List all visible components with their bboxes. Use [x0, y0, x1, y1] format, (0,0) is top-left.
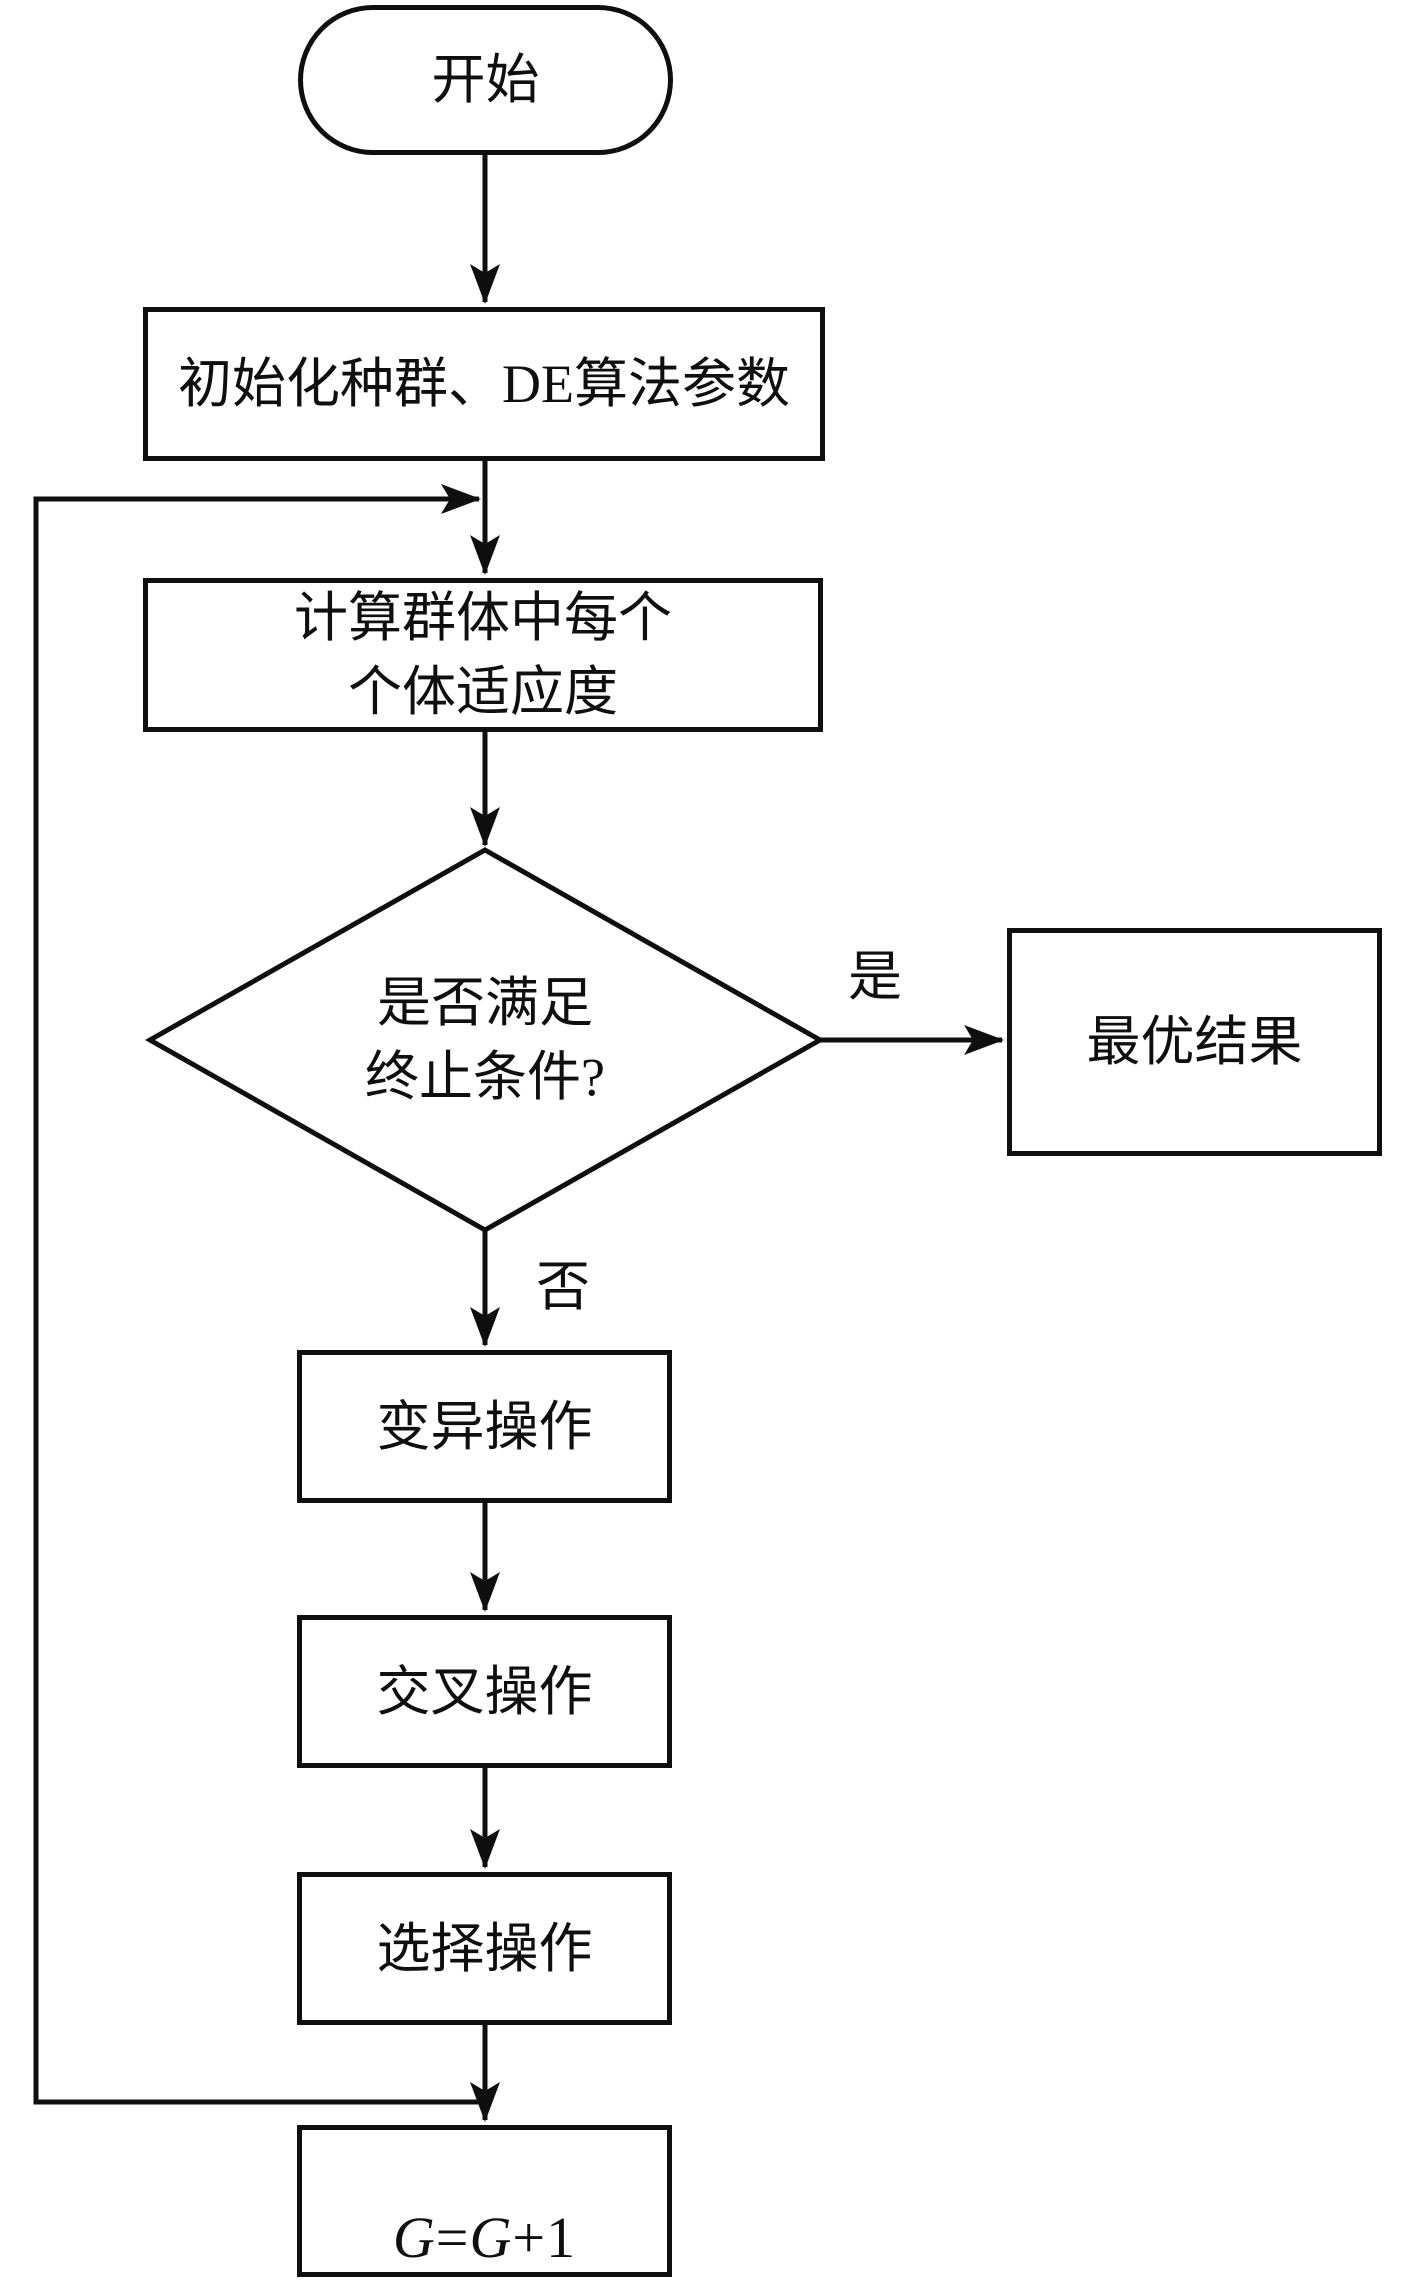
node-selection-label: 选择操作: [376, 1918, 593, 1979]
node-init-population-label: 初始化种群、DE算法参数: [178, 354, 790, 414]
generation-formula: G=G+1: [393, 2127, 576, 2275]
node-termination-decision-label: 是否满足 终止条件?: [365, 973, 605, 1107]
node-compute-fitness-label: 计算群体中每个 个体适应度: [294, 588, 672, 722]
formula-g1: G: [392, 2205, 436, 2270]
formula-plus: +1: [512, 2205, 577, 2270]
node-start-label: 开始: [431, 50, 540, 110]
edge-label-no-text: 否: [536, 1257, 590, 1317]
node-compute-fitness: 计算群体中每个 个体适应度: [143, 578, 823, 732]
node-init-population: 初始化种群、DE算法参数: [143, 307, 825, 461]
node-termination-decision: 是否满足 终止条件?: [235, 950, 735, 1130]
formula-eq: =: [435, 2205, 470, 2270]
node-mutation-label: 变异操作: [376, 1396, 593, 1457]
node-best-result-label: 最优结果: [1086, 1012, 1303, 1072]
edge-label-yes-text: 是: [848, 947, 902, 1007]
node-crossover-label: 交叉操作: [376, 1661, 593, 1722]
node-generation-increment: G=G+1: [297, 2125, 672, 2277]
formula-g2: G: [469, 2205, 513, 2270]
edge-label-no: 否: [518, 1248, 608, 1326]
node-selection: 选择操作: [297, 1872, 672, 2025]
edge-label-yes: 是: [830, 938, 920, 1016]
decision-diamond-shape: [144, 847, 826, 1233]
node-crossover: 交叉操作: [297, 1615, 672, 1768]
edge-loop-back: [33, 499, 485, 2105]
node-mutation: 变异操作: [297, 1350, 672, 1503]
node-best-result: 最优结果: [1007, 928, 1382, 1156]
node-start: 开始: [298, 5, 673, 155]
